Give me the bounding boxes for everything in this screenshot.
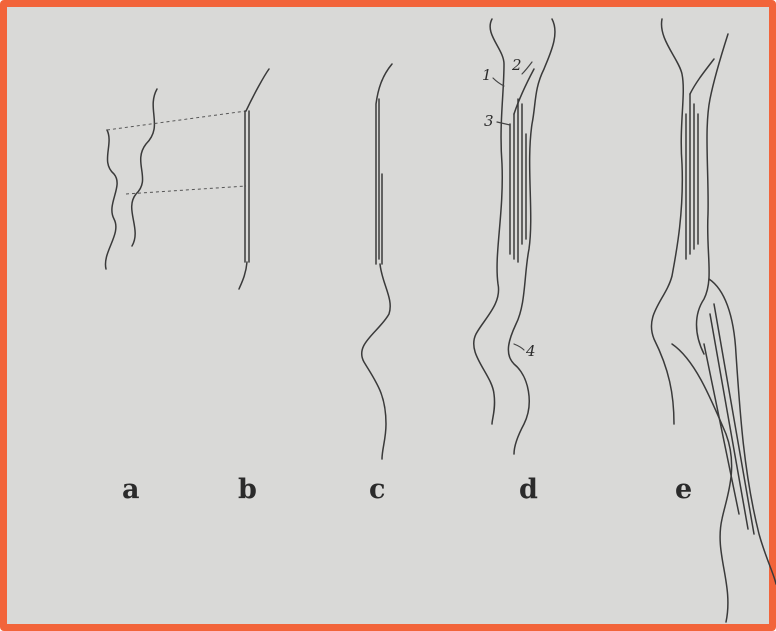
panel-label-b: b	[238, 474, 257, 505]
callout-2-leader	[522, 62, 532, 74]
panel-e-strand-branch-b	[710, 314, 748, 529]
callout-1-leader	[493, 78, 504, 86]
panel-c-diagram	[362, 64, 392, 459]
panel-a-dashed-connector-bottom	[126, 186, 246, 194]
callout-3-leader	[497, 122, 510, 125]
panel-a-dashed-connector-top	[107, 111, 246, 130]
panel-label-a: a	[122, 474, 140, 505]
panel-a-strand-left	[105, 130, 117, 269]
panel-e-strand-outer-right	[697, 34, 729, 354]
panel-b-diagram	[239, 69, 269, 289]
panel-c-strand-lower-wave	[362, 264, 391, 459]
panel-b-strand-tail	[239, 262, 247, 289]
callout-4: 4	[525, 342, 536, 360]
panel-d-diagram	[474, 19, 555, 454]
callout-1: 1	[482, 66, 492, 84]
panel-b-strand-top-curl	[246, 69, 269, 111]
panel-a-strand-right	[132, 89, 157, 246]
figure-canvas: a b c d e 1 2 3 4	[14, 14, 776, 631]
panel-e-strand-branch-right	[709, 279, 776, 584]
panel-e-strand-branch-c	[704, 344, 739, 514]
panel-d-strand-inner-top	[514, 69, 534, 114]
panel-label-d: d	[519, 474, 538, 505]
panel-label-c: c	[369, 474, 385, 505]
callout-2: 2	[511, 56, 522, 74]
panel-e-strand-outer-left	[651, 19, 683, 424]
callout-3: 3	[484, 112, 494, 130]
panel-e-diagram	[651, 19, 776, 622]
panel-d-strand-outer-right	[508, 19, 555, 454]
callout-4-leader	[514, 344, 524, 350]
panel-e-strand-inner-top	[690, 59, 714, 94]
panel-label-e: e	[675, 474, 692, 505]
panel-a-diagram	[105, 89, 246, 269]
